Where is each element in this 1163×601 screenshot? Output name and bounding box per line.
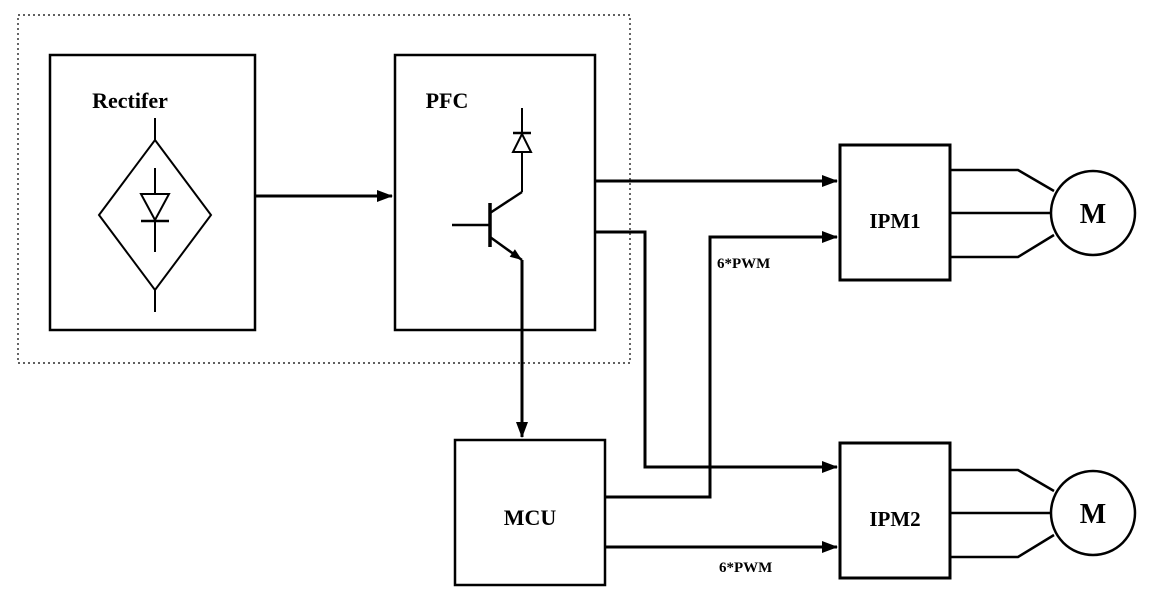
boost-diode-icon bbox=[511, 108, 533, 192]
ipm2-label: IPM2 bbox=[869, 507, 920, 531]
motor1: M bbox=[950, 168, 1137, 259]
pfc-block: PFC bbox=[393, 53, 597, 332]
emitter-arrow bbox=[509, 249, 522, 260]
bridge-rectifier-icon bbox=[97, 118, 213, 312]
rectifier-label: Rectifer bbox=[92, 88, 168, 113]
mcu-label: MCU bbox=[504, 505, 557, 530]
ipm1-block: IPM1 bbox=[838, 143, 952, 282]
ipm2-box bbox=[838, 441, 952, 580]
rectifier-block: Rectifer bbox=[48, 53, 257, 332]
motor2-circle bbox=[1049, 469, 1137, 557]
pwm-label-ipm1: 6*PWM bbox=[717, 256, 770, 272]
diode-icon bbox=[139, 168, 171, 252]
motor2-wire-bottom bbox=[950, 533, 1055, 559]
ipm2-block: IPM2 bbox=[838, 441, 952, 580]
motor1-label: M bbox=[1080, 199, 1106, 230]
motor1-wire-top bbox=[950, 168, 1055, 193]
pwm-label-ipm2: 6*PWM bbox=[719, 560, 772, 576]
motor2-label: M bbox=[1080, 499, 1106, 530]
pfc-box bbox=[393, 53, 597, 332]
mcu-box bbox=[453, 438, 607, 587]
motor2: M bbox=[950, 468, 1137, 559]
motor2-wire-top bbox=[950, 468, 1055, 493]
motor1-circle bbox=[1049, 169, 1137, 257]
pfc-label: PFC bbox=[426, 88, 469, 113]
mcu-block: MCU bbox=[453, 438, 607, 587]
transistor-icon bbox=[452, 190, 523, 262]
ipm1-label: IPM1 bbox=[869, 209, 920, 233]
ipm1-box bbox=[838, 143, 952, 282]
arrow-mcu-to-ipm1 bbox=[605, 231, 838, 499]
motor1-wire-bottom bbox=[950, 233, 1055, 259]
arrow-pfc-to-ipm2 bbox=[595, 230, 838, 473]
front-end-dotted-region bbox=[17, 14, 631, 364]
